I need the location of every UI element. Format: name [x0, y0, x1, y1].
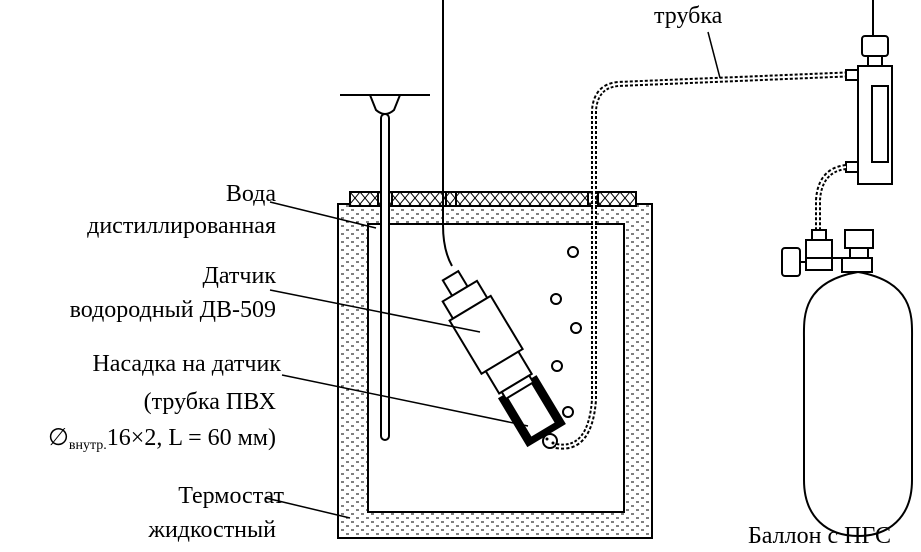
bath-lid — [349, 191, 637, 207]
gas-cylinder — [781, 229, 914, 538]
water-label-line1: Вода — [225, 181, 276, 207]
diameter-dimensions: 16×2, L = 60 мм) — [106, 425, 276, 451]
hydrogen-sensor — [441, 269, 566, 448]
water-label-line2: дистиллированная — [87, 213, 276, 239]
sensor-cable — [442, 0, 453, 267]
gas-diffuser — [542, 433, 558, 449]
gas-tube — [555, 71, 859, 450]
gas-bubbles — [550, 246, 582, 418]
tube-label: трубка — [654, 3, 723, 29]
nozzle-label-line2: (трубка ПВХ — [143, 389, 276, 415]
thermostat-label-line2: жидкостный — [148, 517, 276, 543]
nozzle-label-line1: Насадка на датчик — [92, 351, 281, 377]
nozzle-dimensions-label: ∅внутр.16×2, L = 60 мм) — [48, 424, 276, 460]
thermostat-label-line1: Термостат — [178, 483, 284, 509]
sensor-label-line2: водородный ДВ-509 — [69, 297, 276, 323]
diameter-symbol: ∅ — [47, 425, 69, 451]
leader-lines — [265, 31, 721, 519]
thermometer — [340, 94, 430, 441]
cylinder-label: Баллон с ПГС — [748, 523, 891, 549]
connector-hose — [815, 164, 847, 230]
diameter-subscript: внутр. — [68, 438, 107, 453]
flow-regulator — [845, 0, 893, 185]
sensor-label-line1: Датчик — [202, 263, 276, 289]
